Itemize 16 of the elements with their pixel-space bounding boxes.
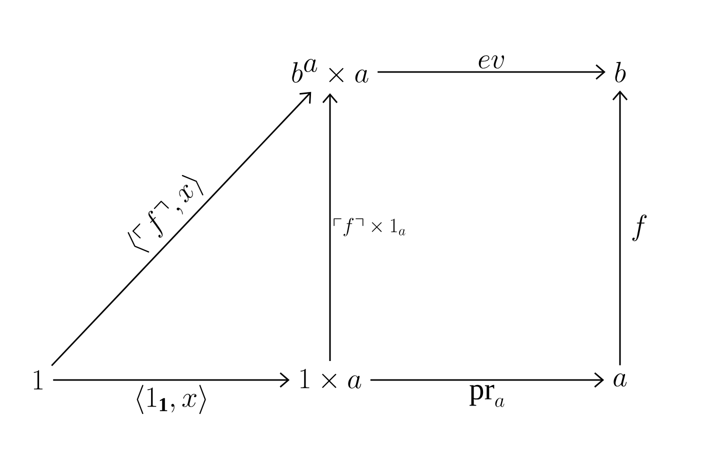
arrow: [370, 372, 604, 388]
math-object: $a$: [614, 373, 627, 387]
arrow: [612, 90, 628, 366]
arrow: [322, 93, 338, 361]
edge-label: $\mathrm{pr}_a$: [468, 384, 507, 408]
edge-label: $ev$: [476, 54, 507, 70]
math-object: $b^a\times a$: [292, 58, 368, 83]
math-object: $1\times a$: [300, 368, 362, 388]
math-object: $1$: [34, 370, 43, 390]
edge-label: $\ulcorner f\urcorner\times 1_a$: [331, 216, 408, 238]
arrow: [53, 372, 290, 388]
arrow: [378, 64, 606, 80]
arrow: [51, 92, 312, 366]
edge-label: $\langle 1_{\mathbf{1}},x\rangle$: [132, 384, 210, 416]
math-object: $b$: [615, 62, 626, 82]
edge-label: $f$: [630, 214, 650, 242]
